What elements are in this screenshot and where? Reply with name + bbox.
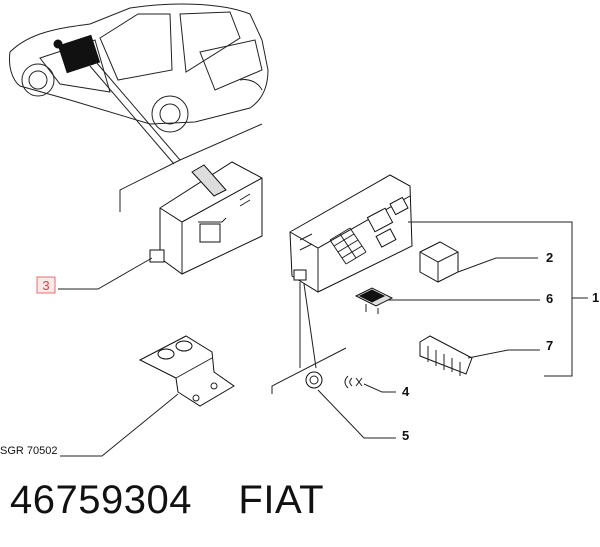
electronic-control-module bbox=[149, 161, 263, 275]
reference-code: SGR 70502 bbox=[0, 445, 57, 457]
fuse-relay-box bbox=[289, 174, 413, 293]
callout-3: 3 bbox=[42, 278, 49, 293]
part-number: 46759304 bbox=[10, 478, 192, 522]
sgr-leader bbox=[60, 393, 179, 457]
callout-3-leader bbox=[58, 257, 153, 290]
callout-2-leader bbox=[457, 257, 538, 273]
car-illustration bbox=[9, 3, 269, 133]
part-caption: 46759304 FIAT bbox=[10, 478, 324, 523]
module-bracket-line bbox=[119, 159, 181, 212]
callout-7: 7 bbox=[546, 338, 553, 353]
mounting-bracket bbox=[138, 335, 235, 407]
callout-6: 6 bbox=[546, 291, 553, 306]
callout-5: 5 bbox=[402, 428, 409, 443]
callout-3-box bbox=[36, 276, 56, 294]
callout-5-leader bbox=[317, 389, 396, 439]
brand-name: FIAT bbox=[238, 478, 325, 522]
callout-4-leader bbox=[363, 383, 396, 393]
callout-1-bracket bbox=[408, 221, 573, 377]
callout-1: 1 bbox=[592, 290, 599, 305]
grommet bbox=[305, 371, 323, 389]
relay bbox=[419, 241, 459, 283]
blade-fuse bbox=[354, 287, 394, 314]
clip bbox=[344, 375, 363, 389]
callout-7-leader bbox=[467, 349, 540, 359]
callout-2: 2 bbox=[546, 250, 553, 265]
connector-block bbox=[419, 335, 473, 376]
callout-4: 4 bbox=[402, 384, 410, 399]
